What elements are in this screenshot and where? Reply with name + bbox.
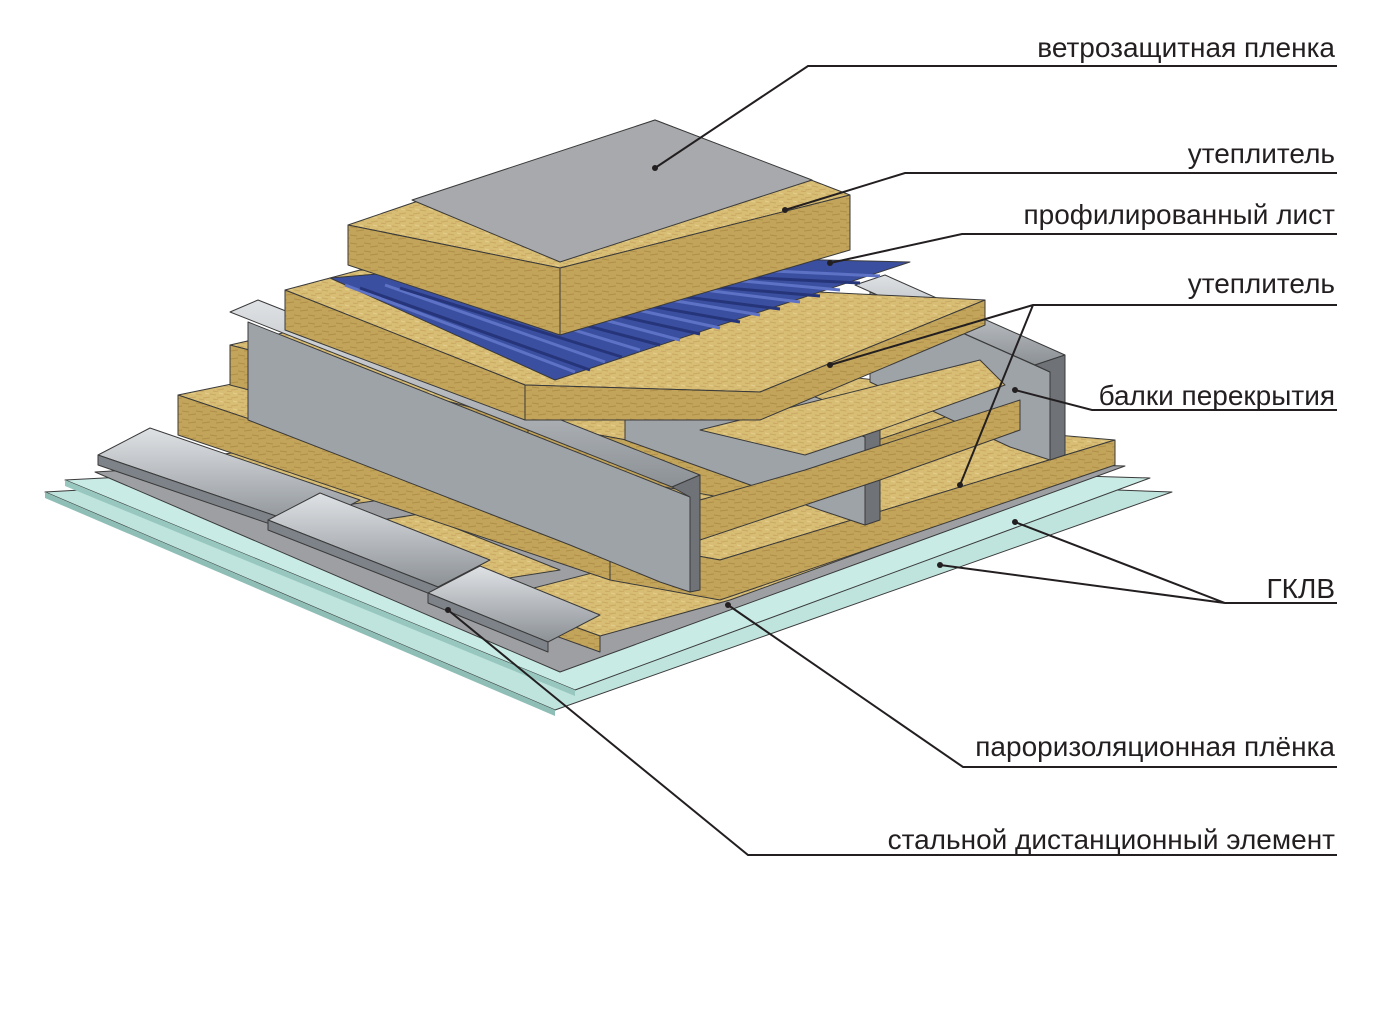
gypsum-board-top-side <box>65 480 575 696</box>
leader-gypsum-board <box>939 521 1337 604</box>
wind-protection-film <box>411 119 813 263</box>
leader-insulation-top <box>784 172 1337 211</box>
leader-wind-film <box>654 65 1337 169</box>
steel-spacers <box>97 427 601 653</box>
label-insulation-lower: утеплитель <box>1188 268 1335 299</box>
leader-profiled-sheet <box>829 233 1337 264</box>
leader-lines <box>445 65 1337 856</box>
label-floor-beams: балки перекрытия <box>1099 380 1335 411</box>
label-gypsum-board: ГКЛВ <box>1266 573 1335 604</box>
leader-floor-beams <box>1014 389 1337 411</box>
label-vapor-film: пароризоляционная плёнка <box>975 731 1335 762</box>
gypsum-board-bottom-side <box>45 492 555 716</box>
leader-vapor-film <box>727 604 1337 768</box>
leader-steel-spacer <box>447 609 1337 856</box>
labels: ветрозащитная пленка утеплитель профилир… <box>888 32 1336 855</box>
label-profiled-sheet: профилированный лист <box>1023 199 1335 230</box>
label-steel-spacer: стальной дистанционный элемент <box>888 824 1336 855</box>
steel-spacer-3 <box>427 565 601 653</box>
leader-insulation-lower <box>829 304 1337 486</box>
steel-spacer-1 <box>97 427 361 538</box>
label-wind-film: ветрозащитная пленка <box>1037 32 1335 63</box>
label-insulation-top: утеплитель <box>1188 138 1335 169</box>
